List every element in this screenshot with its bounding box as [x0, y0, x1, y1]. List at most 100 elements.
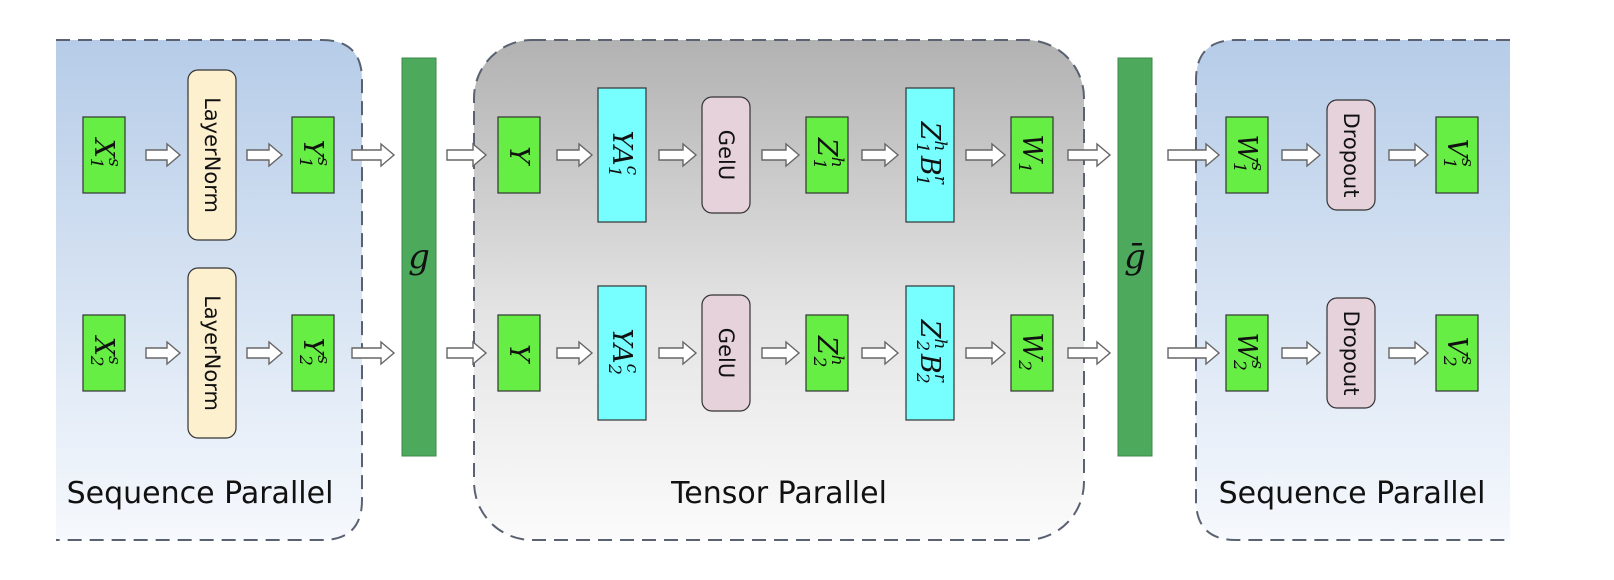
tensor-box — [1435, 314, 1479, 392]
tensor-box — [82, 116, 126, 194]
in-math-label: Xs2 — [86, 335, 124, 370]
y-math-label: Y — [504, 146, 535, 166]
arrow-g-to-y-row-2 — [446, 340, 488, 366]
arrow-ya-to-act-row-2 — [658, 340, 698, 366]
arrow-z-to-zb-row-2 — [861, 340, 900, 366]
norm-label: LayerNorm — [200, 295, 224, 411]
z-math-label: Zh1 — [809, 137, 847, 172]
tensor-box — [805, 314, 849, 392]
norm-label: LayerNorm — [200, 97, 224, 213]
gelu-box — [1326, 99, 1376, 211]
node-act-row-1: GelU — [701, 96, 751, 214]
pipeline-row-1: Xs1 LayerNorm Ys1 Y YAc1 GelU Zh1 Zh1 Br1 W… — [82, 69, 1479, 241]
pipeline-row-2: Xs2 LayerNorm Ys2 Y YAc2 GelU Zh2 Zh2 Br2 W… — [82, 267, 1479, 439]
tensor-box — [82, 314, 126, 392]
layernorm-box — [187, 69, 237, 241]
gelu-box — [1326, 297, 1376, 409]
gelu-box — [701, 294, 751, 412]
node-act-row-2: GelU — [701, 294, 751, 412]
node-zb-row-2: Zh2 Br2 — [905, 285, 955, 421]
w_s-math-label: Ws2 — [1229, 332, 1267, 373]
in-math-label: Xs1 — [86, 137, 124, 172]
arrow-w-to-gbar-row-2 — [1067, 340, 1112, 366]
z-math-label: Zh2 — [809, 335, 847, 370]
act-label: GelU — [714, 130, 738, 180]
arrow-ys-to-g-row-1 — [351, 142, 396, 168]
arrow-gbar-to-ws-row-2 — [1167, 340, 1221, 366]
arrow-w-to-gbar-row-1 — [1067, 142, 1112, 168]
arrow-ws-to-drop-row-2 — [1281, 340, 1322, 366]
arrow-drop-to-v-row-2 — [1388, 340, 1430, 366]
tensor-box — [1010, 314, 1054, 392]
arrow-g-to-y-row-1 — [446, 142, 488, 168]
left-region-label: Sequence Parallel — [67, 476, 334, 511]
node-w-s-row-2: Ws2 — [1225, 314, 1269, 392]
center-region-label: Tensor Parallel — [670, 476, 887, 511]
g-bar-operator-label: ḡ — [1124, 237, 1146, 277]
tensor-box — [497, 314, 541, 392]
node-norm-row-1: LayerNorm — [187, 69, 237, 241]
node-ya-row-2: YAc2 — [597, 285, 647, 421]
tensor-box — [291, 116, 335, 194]
node-in-row-1: Xs1 — [82, 116, 126, 194]
node-v-row-1: Vs1 — [1435, 116, 1479, 194]
arrow-z-to-zb-row-1 — [861, 142, 900, 168]
node-drop-row-1: Dropout — [1326, 99, 1376, 211]
arrow-y-to-ya-row-2 — [556, 340, 594, 366]
tensor-box — [1435, 116, 1479, 194]
tensor-box — [1225, 314, 1269, 392]
cyan-box — [905, 285, 955, 421]
v-math-label: Vs1 — [1439, 139, 1477, 172]
arrow-in-to-norm-row-2 — [145, 340, 182, 366]
act-label: GelU — [714, 328, 738, 378]
arrows-layer — [145, 142, 1430, 366]
node-y-row-1: Y — [497, 116, 541, 194]
tensor-box — [497, 116, 541, 194]
w_s-math-label: Ws1 — [1229, 134, 1267, 175]
ya-math-label: YAc1 — [604, 130, 642, 179]
tensor-box — [291, 314, 335, 392]
node-z-row-1: Zh1 — [805, 116, 849, 194]
node-in-row-2: Xs2 — [82, 314, 126, 392]
y-math-label: Y — [504, 344, 535, 364]
drop-label: Dropout — [1339, 113, 1363, 198]
node-y-s-row-2: Ys2 — [291, 314, 335, 392]
node-w-row-1: W1 — [1010, 116, 1054, 194]
arrow-ws-to-drop-row-1 — [1281, 142, 1322, 168]
node-y-row-2: Y — [497, 314, 541, 392]
arrow-in-to-norm-row-1 — [145, 142, 182, 168]
ya-math-label: YAc2 — [604, 328, 642, 377]
arrow-norm-to-ys-row-1 — [246, 142, 284, 168]
arrow-act-to-z-row-1 — [761, 142, 801, 168]
arrow-drop-to-v-row-1 — [1388, 142, 1430, 168]
right-region-label: Sequence Parallel — [1219, 476, 1486, 511]
node-w-s-row-1: Ws1 — [1225, 116, 1269, 194]
tensor-box — [805, 116, 849, 194]
cyan-box — [597, 87, 647, 223]
nodes-layer: Xs1 LayerNorm Ys1 Y YAc1 GelU Zh1 Zh1 Br1 W… — [82, 69, 1479, 439]
tensor-box — [1225, 116, 1269, 194]
node-norm-row-2: LayerNorm — [187, 267, 237, 439]
node-ya-row-1: YAc1 — [597, 87, 647, 223]
node-w-row-2: W2 — [1010, 314, 1054, 392]
y_s-math-label: Ys1 — [295, 139, 333, 170]
node-z-row-2: Zh2 — [805, 314, 849, 392]
arrow-norm-to-ys-row-2 — [246, 340, 284, 366]
y_s-math-label: Ys2 — [295, 337, 333, 368]
g-bar-operator-bar: ḡ — [1117, 57, 1153, 457]
v-math-label: Vs2 — [1439, 337, 1477, 370]
node-y-s-row-1: Ys1 — [291, 116, 335, 194]
gelu-box — [701, 96, 751, 214]
arrow-gbar-to-ws-row-1 — [1167, 142, 1221, 168]
zb-math-label: Zh2 Br2 — [912, 319, 950, 387]
g-operator-label: g — [408, 237, 430, 277]
g-operator-bar: g — [401, 57, 437, 457]
arrow-zb-to-w-row-1 — [965, 142, 1007, 168]
arrow-y-to-ya-row-1 — [556, 142, 594, 168]
node-v-row-2: Vs2 — [1435, 314, 1479, 392]
tensor-box — [1010, 116, 1054, 194]
node-zb-row-1: Zh1 Br1 — [905, 87, 955, 223]
arrow-zb-to-w-row-2 — [965, 340, 1007, 366]
w-math-label: W1 — [1014, 134, 1048, 175]
